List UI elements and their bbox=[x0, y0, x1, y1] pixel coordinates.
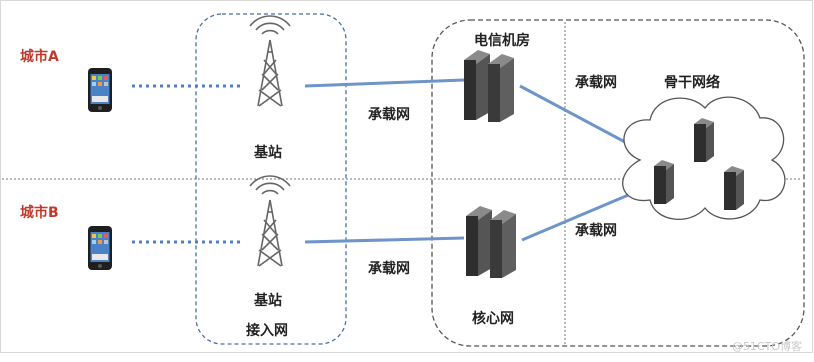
phone-icon bbox=[88, 68, 112, 112]
server-icon bbox=[464, 50, 514, 122]
antenna-tower-icon bbox=[249, 175, 291, 267]
access-network-boundary bbox=[195, 13, 347, 345]
antenna-tower-icon bbox=[249, 15, 291, 107]
bearer-network-label-c: 承载网 bbox=[575, 75, 617, 91]
server-icon bbox=[654, 160, 674, 204]
core-network-label: 核心网 bbox=[472, 311, 514, 327]
city-b-label: 城市B bbox=[20, 205, 59, 221]
bearer-network-label-b: 承载网 bbox=[368, 261, 410, 277]
server-icon bbox=[724, 166, 744, 210]
backbone-link-a bbox=[519, 84, 641, 152]
base-station-a-label: 基站 bbox=[254, 145, 282, 161]
city-a-label: 城市A bbox=[20, 49, 59, 65]
base-station-b-label: 基站 bbox=[254, 293, 282, 309]
server-icon bbox=[466, 206, 516, 278]
bearer-network-label-d: 承载网 bbox=[575, 223, 617, 239]
bearer-link-b bbox=[304, 236, 465, 244]
backbone-network-label: 骨干网络 bbox=[664, 75, 720, 91]
server-icon bbox=[694, 118, 714, 162]
telecom-room-label: 电信机房 bbox=[474, 33, 530, 49]
phone-icon bbox=[88, 226, 112, 270]
bearer-link-a bbox=[304, 78, 465, 88]
bearer-network-label-a: 承载网 bbox=[368, 107, 410, 123]
access-network-label: 接入网 bbox=[246, 323, 288, 339]
core-network-boundary bbox=[431, 19, 805, 347]
backbone-link-b bbox=[521, 188, 641, 242]
watermark: @51CTO博客 bbox=[731, 340, 802, 353]
